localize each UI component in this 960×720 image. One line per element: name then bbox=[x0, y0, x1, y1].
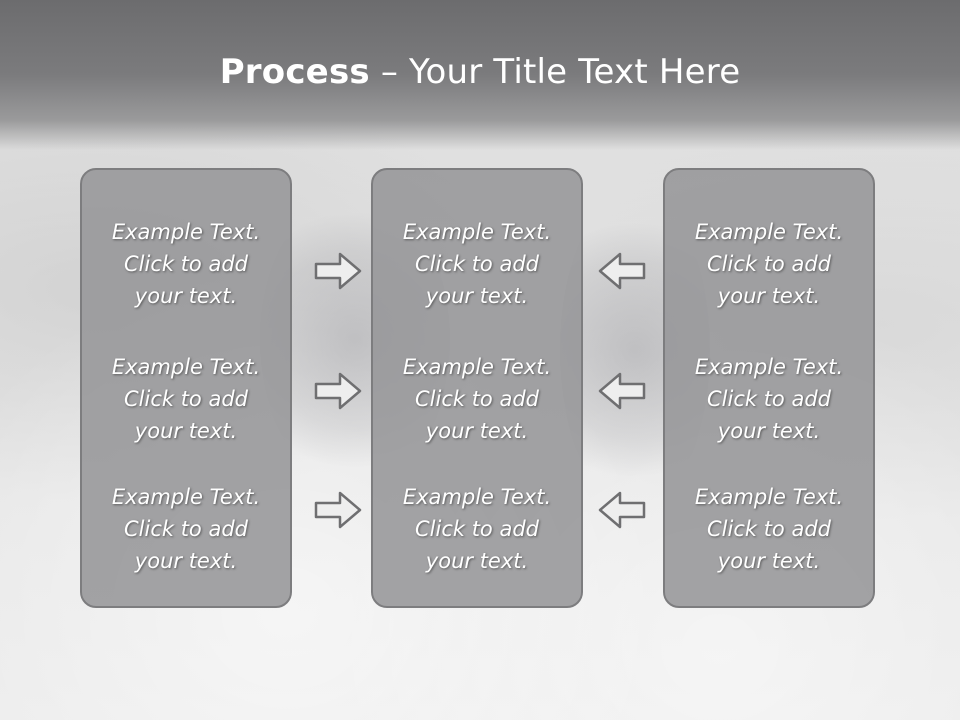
text-line: your text. bbox=[717, 284, 821, 308]
text-block[interactable]: Example Text. Click to add your text. bbox=[665, 481, 873, 577]
process-box-right[interactable]: Example Text. Click to add your text. Ex… bbox=[663, 168, 875, 608]
text-line: Click to add bbox=[706, 387, 831, 411]
arrow-right-icon bbox=[314, 372, 362, 410]
text-line: Click to add bbox=[414, 252, 539, 276]
arrow-left-icon bbox=[598, 491, 646, 529]
text-line: Example Text. bbox=[402, 220, 552, 244]
text-line: your text. bbox=[134, 419, 238, 443]
title-rest: – Your Title Text Here bbox=[369, 52, 741, 92]
text-line: your text. bbox=[717, 549, 821, 573]
arrow-left-icon bbox=[598, 252, 646, 290]
text-line: your text. bbox=[134, 549, 238, 573]
text-line: Example Text. bbox=[694, 355, 844, 379]
text-block[interactable]: Example Text. Click to add your text. bbox=[665, 216, 873, 312]
text-line: Example Text. bbox=[694, 485, 844, 509]
arrow-left-icon bbox=[598, 372, 646, 410]
text-line: Click to add bbox=[414, 517, 539, 541]
text-block[interactable]: Example Text. Click to add your text. bbox=[665, 351, 873, 447]
text-line: Example Text. bbox=[402, 355, 552, 379]
text-line: Example Text. bbox=[402, 485, 552, 509]
text-line: Example Text. bbox=[111, 485, 261, 509]
text-line: Click to add bbox=[123, 387, 248, 411]
text-line: your text. bbox=[717, 419, 821, 443]
process-box-left[interactable]: Example Text. Click to add your text. Ex… bbox=[80, 168, 292, 608]
text-line: your text. bbox=[425, 549, 529, 573]
text-line: Click to add bbox=[123, 252, 248, 276]
text-block[interactable]: Example Text. Click to add your text. bbox=[82, 216, 290, 312]
text-line: Click to add bbox=[123, 517, 248, 541]
text-block[interactable]: Example Text. Click to add your text. bbox=[373, 481, 581, 577]
text-block[interactable]: Example Text. Click to add your text. bbox=[373, 216, 581, 312]
title-bar: Process – Your Title Text Here bbox=[0, 0, 960, 150]
title-bold: Process bbox=[219, 52, 370, 92]
text-line: your text. bbox=[425, 419, 529, 443]
text-line: your text. bbox=[425, 284, 529, 308]
text-block[interactable]: Example Text. Click to add your text. bbox=[82, 481, 290, 577]
process-box-center[interactable]: Example Text. Click to add your text. Ex… bbox=[371, 168, 583, 608]
text-block[interactable]: Example Text. Click to add your text. bbox=[82, 351, 290, 447]
text-block[interactable]: Example Text. Click to add your text. bbox=[373, 351, 581, 447]
text-line: Example Text. bbox=[111, 355, 261, 379]
arrow-right-icon bbox=[314, 491, 362, 529]
text-line: your text. bbox=[134, 284, 238, 308]
slide-title[interactable]: Process – Your Title Text Here bbox=[0, 52, 960, 92]
text-line: Click to add bbox=[414, 387, 539, 411]
arrow-right-icon bbox=[314, 252, 362, 290]
text-line: Example Text. bbox=[111, 220, 261, 244]
text-line: Example Text. bbox=[694, 220, 844, 244]
text-line: Click to add bbox=[706, 517, 831, 541]
text-line: Click to add bbox=[706, 252, 831, 276]
